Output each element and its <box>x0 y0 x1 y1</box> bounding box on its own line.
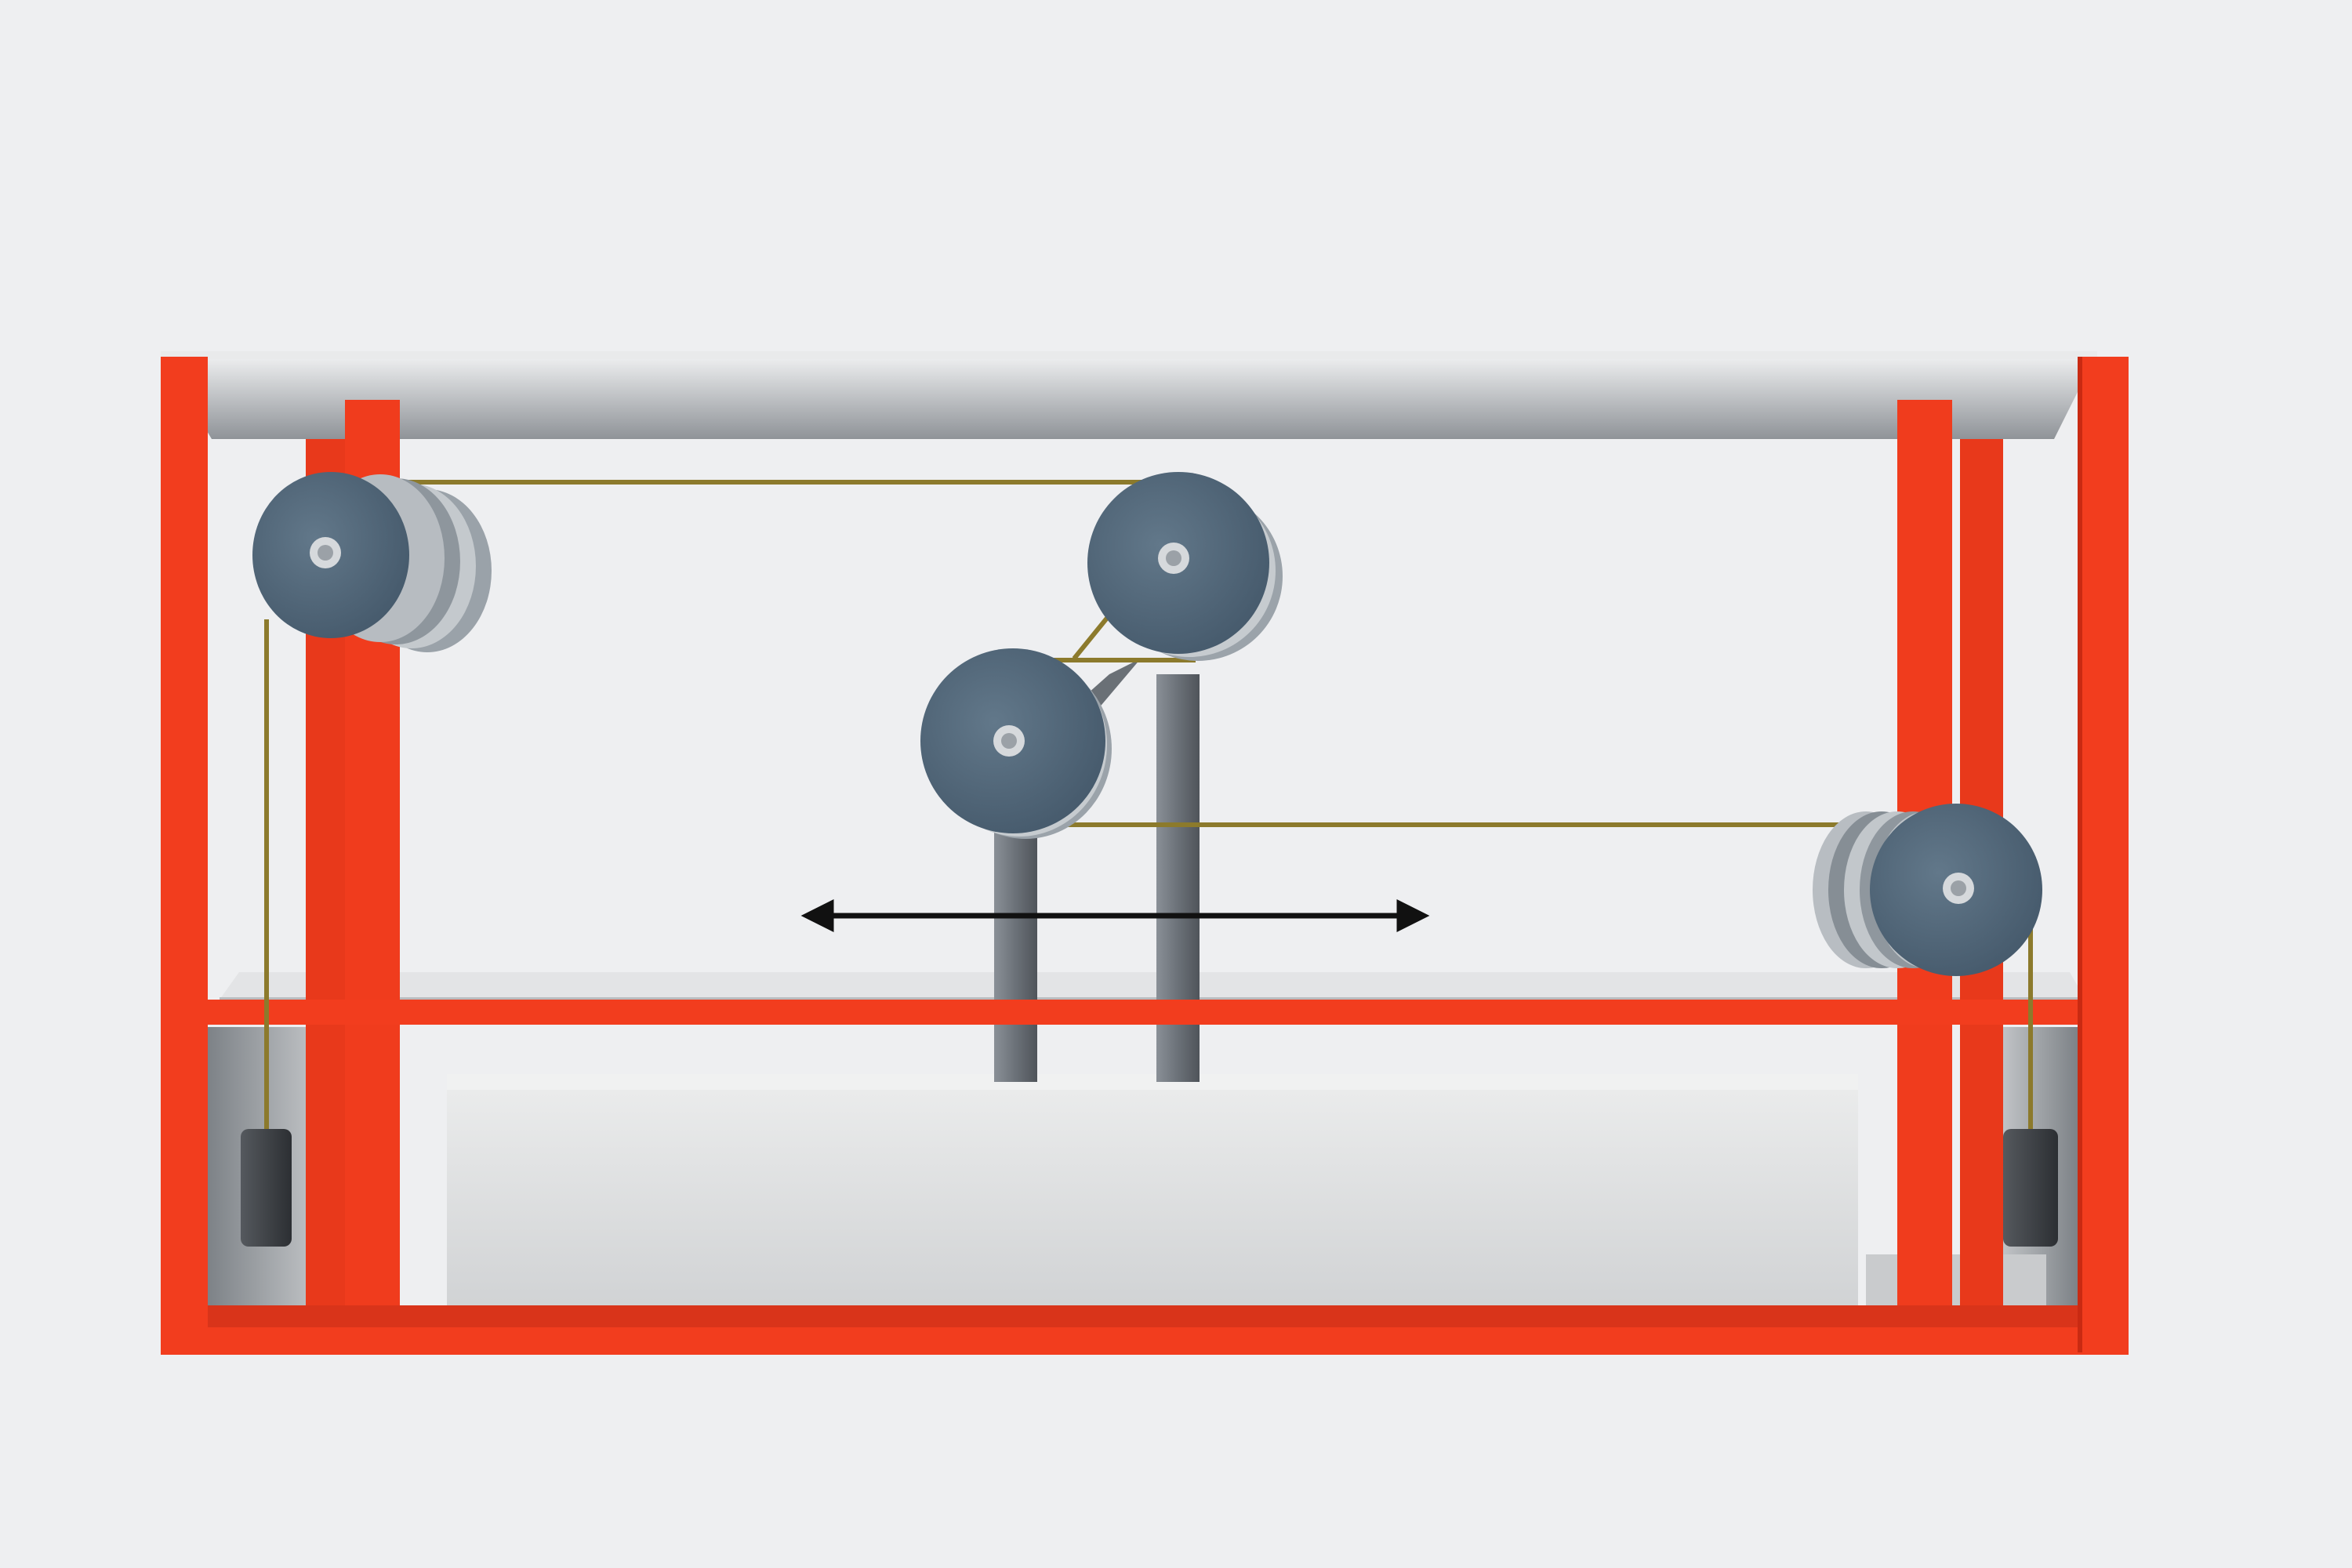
counterweight-right <box>2003 1129 2058 1247</box>
pulley-top-left <box>252 472 492 652</box>
counterweight-left <box>241 1129 292 1247</box>
front-frame <box>161 357 2129 1355</box>
pulley-right <box>1813 804 2042 976</box>
pulley-top-center <box>1087 472 1283 661</box>
grey-block <box>447 1074 1858 1321</box>
pulley-middle-center <box>920 648 1112 839</box>
top-plate <box>161 351 2097 439</box>
cables <box>264 480 2033 1137</box>
middle-plate <box>220 972 2085 1002</box>
